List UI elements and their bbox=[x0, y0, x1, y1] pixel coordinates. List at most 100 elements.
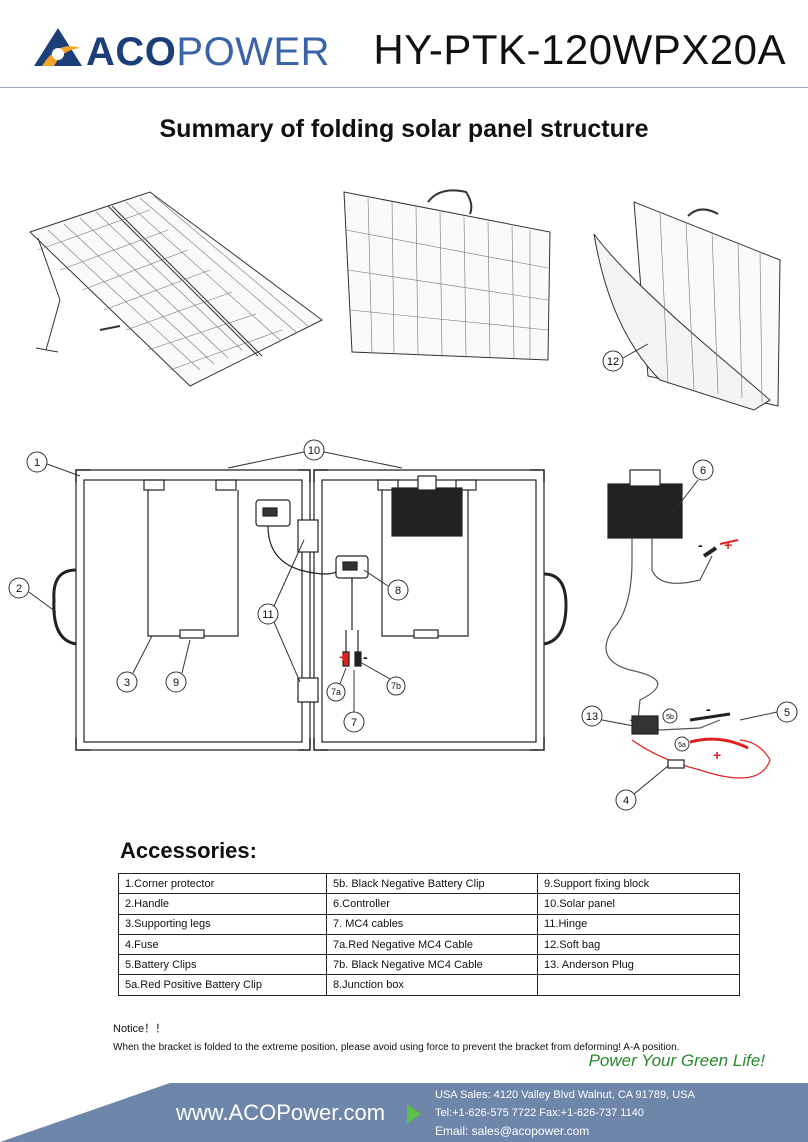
website-link[interactable]: www.ACOPower.com bbox=[176, 1100, 386, 1125]
table-cell: 8.Junction box bbox=[326, 974, 538, 996]
callout-1-label: 1 bbox=[34, 457, 40, 469]
notice-title: Notice！！ bbox=[113, 1023, 167, 1035]
polarity-minus-5b: - bbox=[706, 701, 711, 717]
callout-9-label: 9 bbox=[173, 677, 179, 689]
address-label: USA Sales: bbox=[435, 1089, 491, 1101]
anderson-plug bbox=[631, 715, 659, 735]
notice-body: When the bracket is folded to the extrem… bbox=[113, 1042, 680, 1053]
table-cell: 9.Support fixing block bbox=[537, 872, 740, 895]
callout-5: 5 bbox=[739, 701, 798, 723]
accessories-table: 1.Corner protector 5b. Black Negative Ba… bbox=[118, 872, 740, 996]
callout-4-label: 4 bbox=[623, 795, 629, 807]
table-cell: 12.Soft bag bbox=[537, 933, 740, 956]
callout-10: 10 bbox=[227, 439, 403, 469]
table-cell: 6.Controller bbox=[326, 893, 538, 915]
callout-7: 7 bbox=[343, 670, 365, 733]
slogan: Power Your Green Life! bbox=[588, 1051, 765, 1070]
polarity-plus-6: + bbox=[724, 537, 732, 553]
callout-7b: 7b bbox=[359, 661, 406, 696]
polarity-plus-5a: + bbox=[713, 747, 721, 763]
accessories-heading: Accessories: bbox=[120, 838, 257, 863]
header-divider bbox=[0, 87, 808, 88]
table-cell: 7a.Red Negative MC4 Cable bbox=[326, 933, 538, 956]
callout-12: 12 bbox=[602, 343, 649, 372]
polarity-minus-6: - bbox=[698, 537, 703, 553]
callout-6-label: 6 bbox=[700, 465, 706, 477]
controller-detail bbox=[607, 483, 683, 539]
callout-8-label: 8 bbox=[395, 585, 401, 597]
polarity-minus-7b: - bbox=[363, 649, 368, 665]
footer-email[interactable]: Email: sales@acopower.com bbox=[435, 1124, 590, 1138]
table-cell: 5a.Red Positive Battery Clip bbox=[118, 974, 327, 996]
callout-1: 1 bbox=[26, 451, 81, 477]
table-row: 4.Fuse 7a.Red Negative MC4 Cable 12.Soft… bbox=[118, 933, 740, 956]
hinge-top bbox=[297, 519, 319, 553]
callout-2: 2 bbox=[8, 577, 57, 613]
table-row: 5a.Red Positive Battery Clip 8.Junction … bbox=[118, 974, 740, 996]
callout-8: 8 bbox=[363, 569, 409, 601]
callout-6: 6 bbox=[677, 459, 714, 507]
left-panel-frame bbox=[75, 469, 311, 751]
callout-5-label: 5 bbox=[784, 707, 790, 719]
table-cell: 7. MC4 cables bbox=[326, 913, 538, 935]
callout-5b-label: 5b bbox=[666, 714, 674, 721]
callout-4: 4 bbox=[615, 765, 669, 811]
table-cell: 2.Handle bbox=[118, 893, 327, 915]
table-cell: 3.Supporting legs bbox=[118, 913, 327, 935]
callout-12-label: 12 bbox=[607, 356, 619, 368]
callout-7a-label: 7a bbox=[331, 687, 341, 697]
panel-in-soft-bag bbox=[593, 201, 781, 411]
acopower-logo-icon bbox=[34, 28, 82, 66]
fuse bbox=[667, 759, 685, 769]
table-cell: 7b. Black Negative MC4 Cable bbox=[326, 954, 538, 976]
unfolded-panel-schematic: 1 2 3 9 10 11 8 7a bbox=[8, 439, 798, 811]
brand-name: ACOPOWER bbox=[86, 30, 330, 75]
callout-3-label: 3 bbox=[124, 677, 130, 689]
callout-5a: 5a bbox=[674, 736, 690, 752]
page-title: Summary of folding solar panel structure bbox=[159, 115, 649, 143]
table-cell: 10.Solar panel bbox=[537, 893, 740, 915]
table-cell: 13. Anderson Plug bbox=[537, 954, 740, 976]
callout-13: 13 bbox=[581, 705, 635, 727]
table-cell: 1.Corner protector bbox=[118, 872, 327, 895]
table-row: 3.Supporting legs 7. MC4 cables 11.Hinge bbox=[118, 913, 740, 935]
table-cell: 5b. Black Negative Battery Clip bbox=[326, 872, 538, 895]
junction-box bbox=[391, 487, 463, 537]
callout-10-label: 10 bbox=[308, 445, 320, 457]
polarity-plus-7a: + bbox=[339, 649, 347, 665]
model-number: HY-PTK-120WPX20A bbox=[373, 26, 786, 73]
callout-7a: 7a bbox=[326, 667, 347, 702]
table-row: 1.Corner protector 5b. Black Negative Ba… bbox=[118, 872, 740, 895]
panel-folded-front bbox=[343, 189, 551, 361]
supporting-legs-left bbox=[147, 490, 239, 637]
arrow-right-icon bbox=[407, 1104, 421, 1124]
table-row: 2.Handle 6.Controller 10.Solar panel bbox=[118, 893, 740, 915]
handle-left bbox=[52, 568, 77, 646]
callout-5b: 5b bbox=[662, 708, 678, 724]
callout-9: 9 bbox=[165, 639, 191, 693]
callout-7-label: 7 bbox=[351, 717, 357, 729]
table-cell bbox=[537, 974, 740, 996]
product-views-illustration: 12 bbox=[29, 189, 781, 411]
table-row: 5.Battery Clips 7b. Black Negative MC4 C… bbox=[118, 954, 740, 976]
callout-11-label: 11 bbox=[262, 609, 273, 621]
corner-protectors bbox=[75, 469, 545, 751]
callout-3: 3 bbox=[116, 635, 153, 693]
brand-name-power: POWER bbox=[176, 30, 331, 74]
address-value: 4120 Valley Blvd Walnut, CA 91789, USA bbox=[493, 1089, 695, 1101]
footer-phone-fax: Tel:+1-626-575 7722 Fax:+1-626-737 1140 bbox=[435, 1107, 644, 1119]
right-panel-frame bbox=[313, 469, 545, 751]
table-cell: 11.Hinge bbox=[537, 913, 740, 935]
brand-name-aco: ACO bbox=[86, 30, 177, 74]
callout-5a-label: 5a bbox=[678, 742, 686, 749]
hinge-bottom bbox=[297, 677, 319, 703]
footer-wedge bbox=[0, 1083, 170, 1142]
table-cell: 4.Fuse bbox=[118, 933, 327, 956]
callout-7b-label: 7b bbox=[391, 681, 401, 691]
callout-13-label: 13 bbox=[586, 711, 598, 723]
handle-right bbox=[543, 572, 568, 646]
footer-address: USA Sales: 4120 Valley Blvd Walnut, CA 9… bbox=[435, 1089, 695, 1101]
table-cell: 5.Battery Clips bbox=[118, 954, 327, 976]
callout-11: 11 bbox=[257, 539, 305, 683]
callout-2-label: 2 bbox=[16, 583, 22, 595]
